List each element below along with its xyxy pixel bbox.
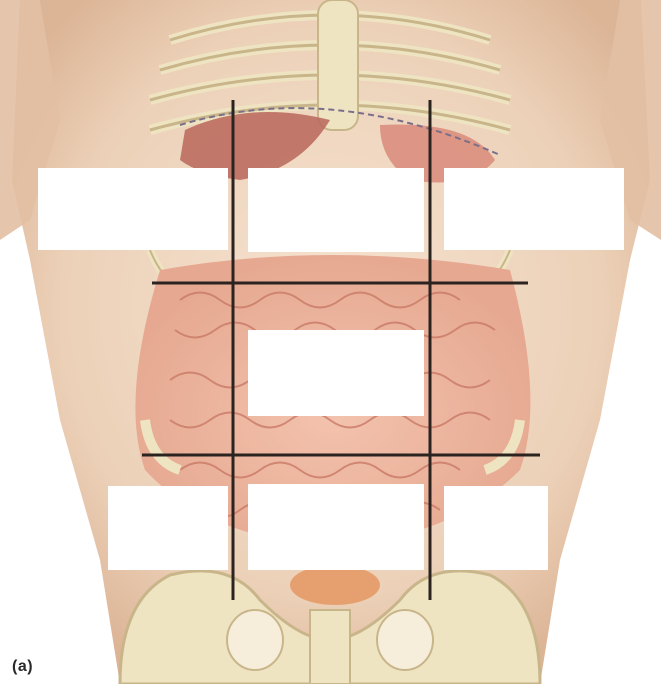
bladder: [290, 565, 380, 605]
label-box-epigastric[interactable]: [248, 168, 424, 252]
label-box-left-upper[interactable]: [38, 168, 228, 250]
panel-label: (a): [12, 658, 33, 676]
label-box-left-lower[interactable]: [108, 486, 228, 570]
label-box-umbilical[interactable]: [248, 330, 424, 416]
label-box-hypogastric[interactable]: [248, 484, 424, 570]
sternum: [318, 0, 358, 130]
label-box-right-lower[interactable]: [444, 486, 548, 570]
label-box-right-upper[interactable]: [444, 168, 624, 250]
